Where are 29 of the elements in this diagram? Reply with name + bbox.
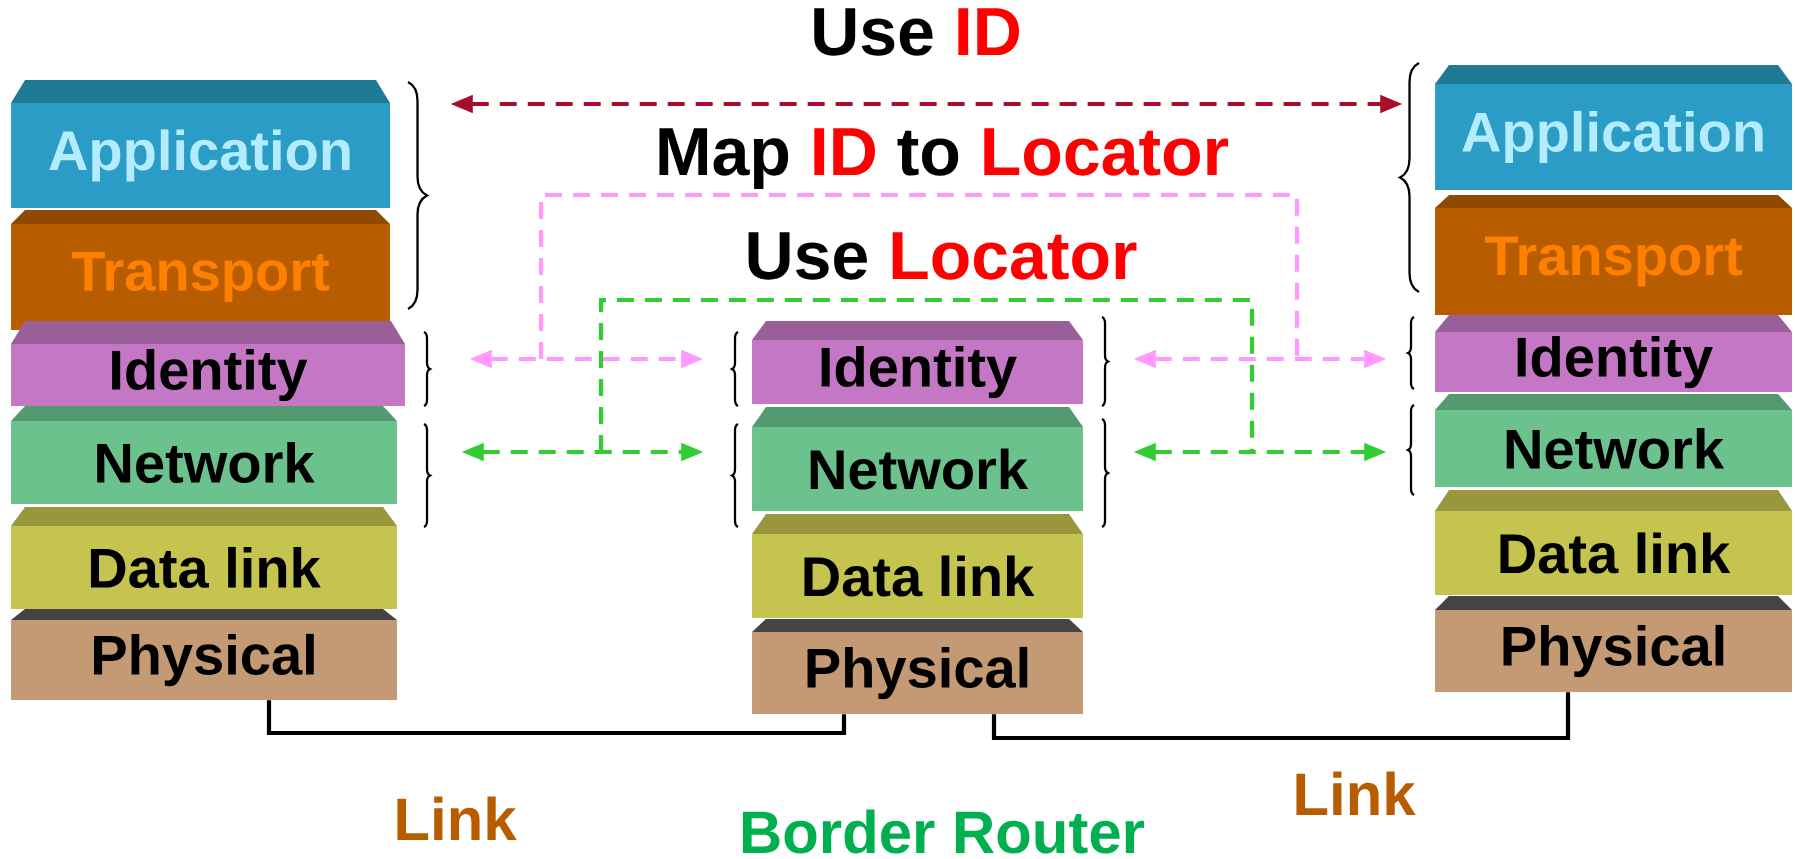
annotation-text: to	[897, 130, 959, 176]
layer-block: Network	[752, 407, 1083, 511]
annotation-text: Link	[1296, 771, 1416, 815]
layer-block: Application	[1435, 65, 1792, 190]
layer-block: Physical	[752, 619, 1083, 714]
layer-block: Physical	[11, 609, 397, 700]
layer-block: Transport	[1435, 195, 1792, 315]
layer-block: Physical	[1435, 596, 1792, 692]
layer-block: Data link	[1435, 490, 1792, 595]
annotation-text: Locator	[984, 128, 1229, 176]
annotation-text: Link	[397, 796, 517, 840]
annotation-text: Locator	[892, 232, 1137, 280]
annotation-text: Border Router	[742, 809, 1145, 854]
layer-block: Identity	[752, 321, 1083, 404]
annotation-text: Map	[659, 128, 789, 190]
layer-block: Network	[11, 406, 397, 504]
annotation-text: ID	[814, 128, 875, 175]
layer-block: Data link	[11, 507, 397, 609]
annotation-text: Use	[748, 232, 867, 280]
layer-block: Transport	[11, 210, 390, 330]
layer-block: Network	[1435, 394, 1792, 487]
annotation-text: Use	[814, 8, 933, 56]
link-line	[991, 692, 1571, 741]
layer-block: Application	[11, 80, 390, 208]
link-line	[266, 700, 847, 736]
annotation-text: ID	[958, 8, 1019, 55]
layer-block: Data link	[752, 514, 1083, 618]
layer-block: Identity	[1435, 315, 1792, 392]
layer-block: Identity	[11, 321, 405, 406]
